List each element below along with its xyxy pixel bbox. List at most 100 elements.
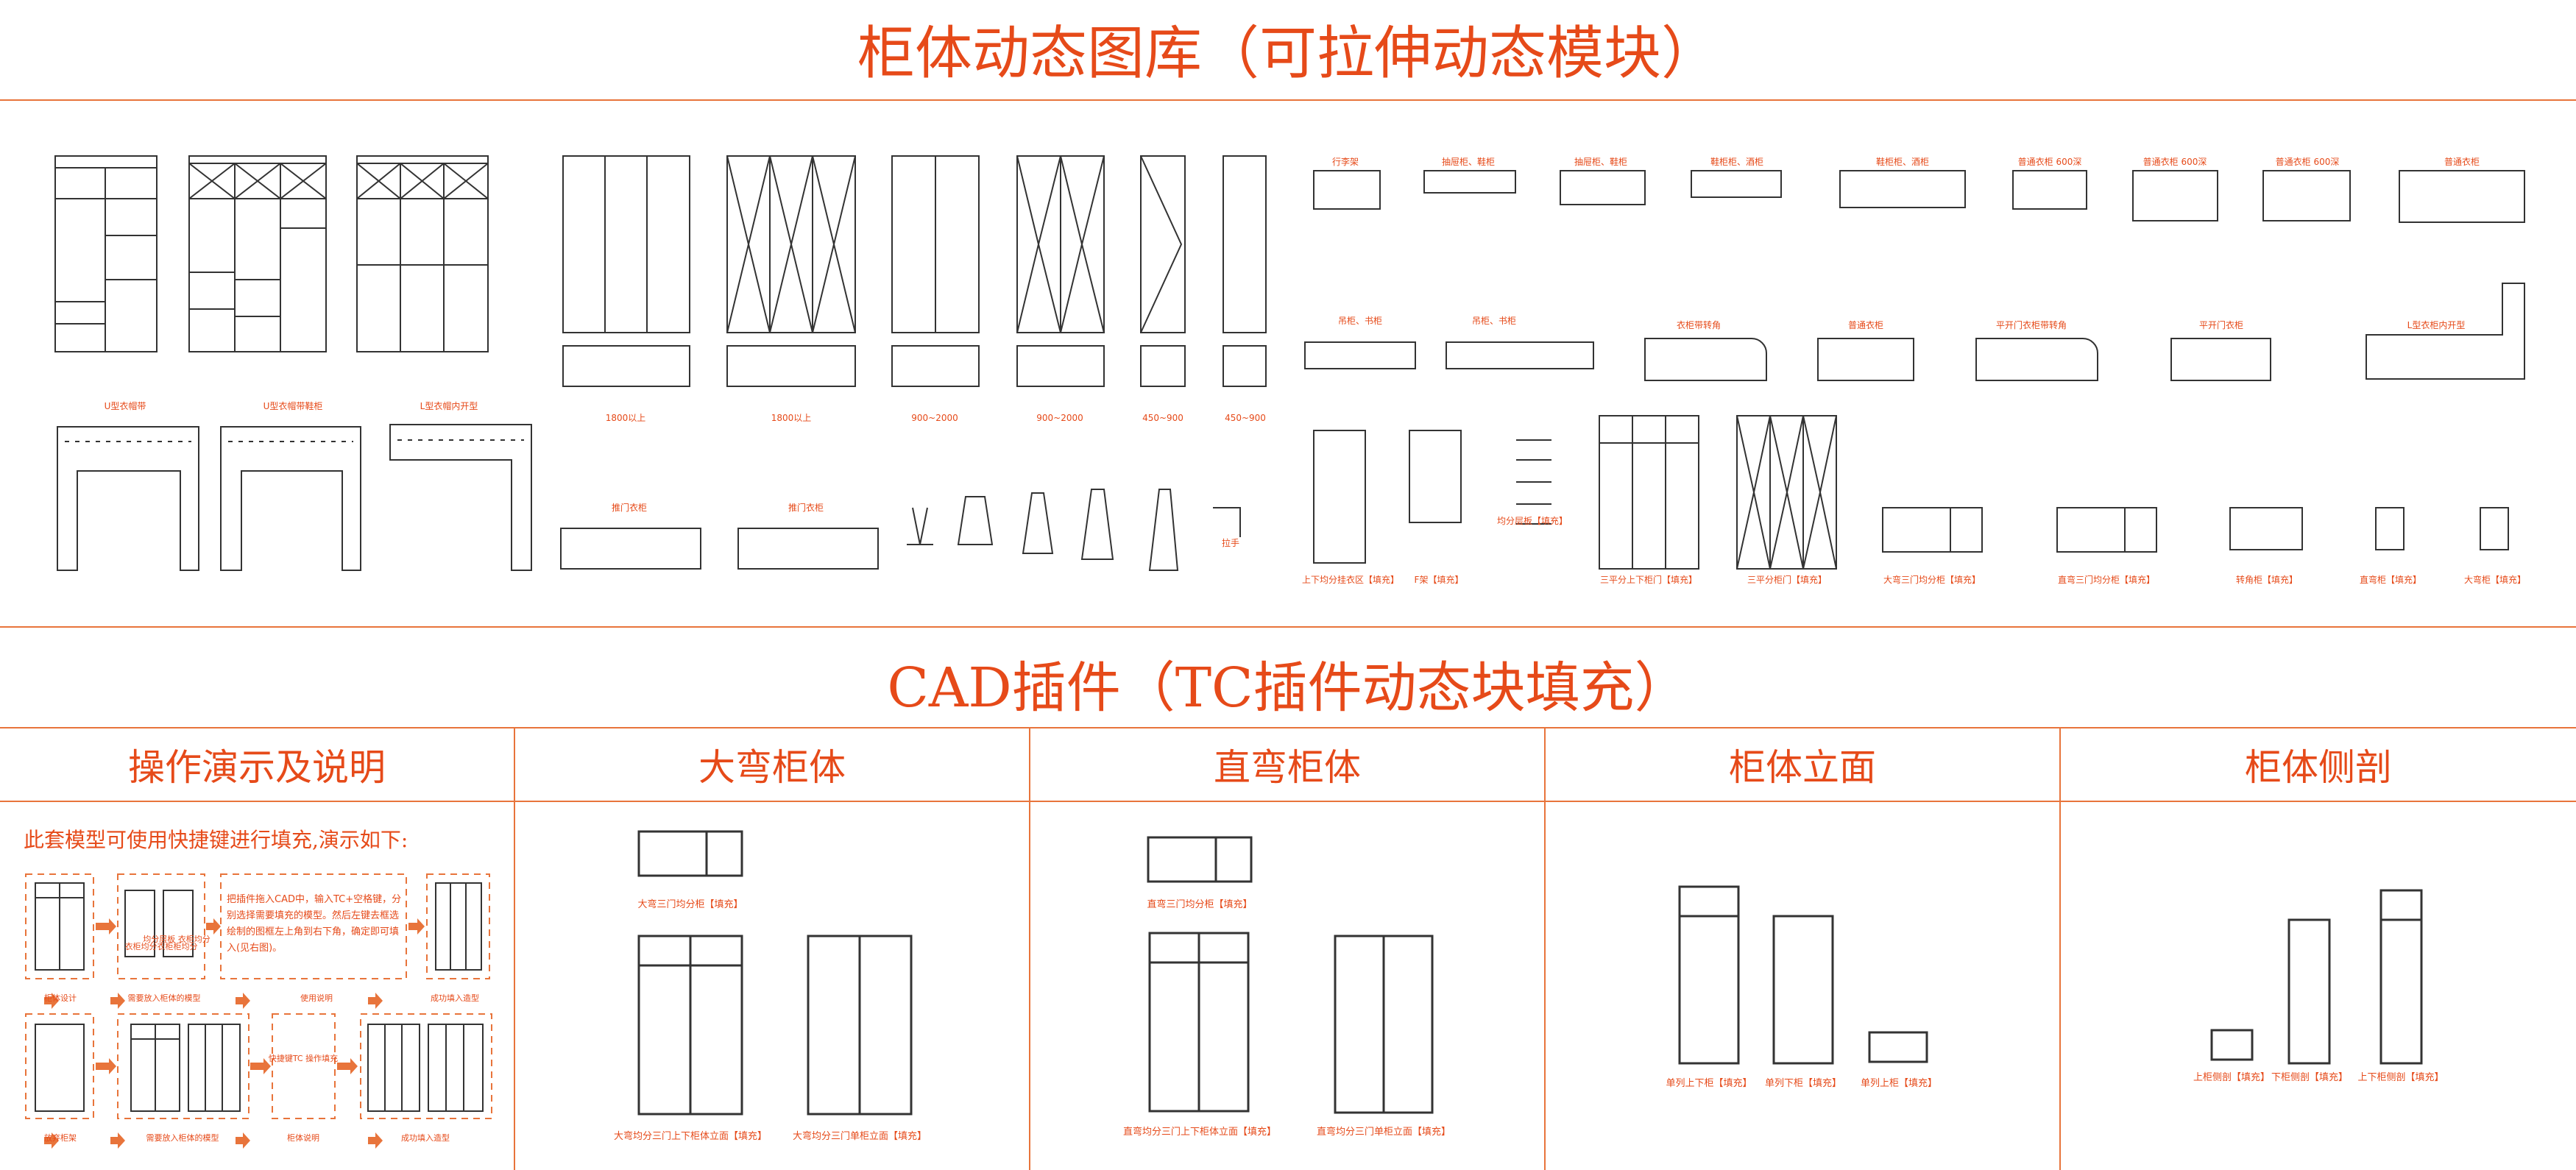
- demo-small-b: 均分层板 衣柜均分: [143, 934, 210, 944]
- col-label-b3: 大弯均分三门单柜立面【填充】: [793, 1130, 927, 1142]
- column-big-curve: 大弯柜体: [515, 728, 1030, 1170]
- col-label-b2: 大弯均分三门上下柜体立面【填充】: [614, 1130, 767, 1142]
- column-title-section: 柜体侧剖: [2061, 728, 2576, 802]
- label-u2: U型衣帽带鞋柜: [263, 400, 323, 411]
- elevation-3: [1868, 1031, 1928, 1063]
- col-label-e2: 单列下柜【填充】: [1765, 1077, 1841, 1089]
- steps-text: 把插件拖入CAD中，输入TC+空格键，分别选择需要填充的模型。然后左键去框选绘制…: [227, 894, 402, 954]
- demo-small-c: 快捷键TC 操作填充: [269, 1053, 338, 1063]
- label-u1: U型衣帽带: [105, 400, 146, 411]
- label-r5: 鞋柜柜、酒柜: [1876, 156, 1929, 167]
- hanging-clothes-icons: [907, 489, 1179, 571]
- wardrobe-elevation-1: [54, 155, 158, 352]
- column-title-demo: 操作演示及说明: [0, 728, 514, 802]
- label-s1: 吊柜、书柜: [1338, 316, 1382, 326]
- col-label-f1: 上柜侧剖【填充】: [2193, 1071, 2270, 1083]
- demo-arrows: [44, 918, 425, 1149]
- label-t5: 三平分柜门【填充】: [1747, 574, 1827, 585]
- column-title-straight-curve: 直弯柜体: [1030, 728, 1544, 802]
- col-label-f2: 下柜侧剖【填充】: [2271, 1071, 2348, 1083]
- l-plan-1: [389, 424, 532, 571]
- sliding-door-plan-1: [560, 528, 701, 570]
- sliding-door-plan-2: [737, 528, 879, 570]
- title-band-plugin: CAD插件（TC插件动态块填充）: [0, 628, 2576, 728]
- label-d3: 900~2000: [911, 413, 958, 423]
- handle-shape: [1213, 507, 1241, 537]
- label-t9: 直弯柜【填充】: [2360, 574, 2421, 585]
- label-s6: 平开门衣柜: [2199, 319, 2243, 330]
- column-section: 柜体侧剖: [2061, 728, 2576, 1170]
- door-elevation-1: [562, 155, 690, 387]
- demo-label-2: 需要放入柜体的模型: [128, 993, 201, 1003]
- col-label-c3: 直弯均分三门单柜立面【填充】: [1317, 1126, 1451, 1138]
- demo-label-1: 柜体设计: [44, 993, 77, 1003]
- label-s3: 衣柜带转角: [1677, 319, 1721, 330]
- column-title-big-curve: 大弯柜体: [515, 728, 1029, 802]
- label-sm1: 推门衣柜: [612, 502, 647, 513]
- demo-small-a: 衣柜均分衣柜柜均分: [125, 941, 198, 951]
- label-t1: 上下均分挂衣区【填充】: [1302, 574, 1399, 585]
- door-elevation-3: [891, 155, 980, 387]
- label-t7: 直弯三门均分柜【填充】: [2058, 574, 2155, 585]
- plugin-title: CAD插件（TC插件动态块填充）: [887, 656, 1689, 720]
- column-demo: 操作演示及说明: [0, 728, 515, 1170]
- col-label-e3: 单列上柜【填充】: [1861, 1077, 1937, 1089]
- col-label-f3: 上下柜侧剖【填充】: [2357, 1071, 2444, 1083]
- col-label-e1: 单列上下柜【填充】: [1666, 1077, 1752, 1089]
- label-d2: 1800以上: [771, 413, 812, 423]
- label-t3: 均分层板【填充】: [1497, 515, 1568, 526]
- demo-label-5: 放弃柜架: [44, 1132, 77, 1143]
- demo-drawings: [35, 882, 484, 1112]
- label-r1: 行李架: [1332, 156, 1359, 167]
- demo-label-8: 成功填入造型: [401, 1132, 450, 1143]
- column-straight-curve: 直弯柜体: [1030, 728, 1546, 1170]
- door-elevation-2: [726, 155, 856, 387]
- label-t8: 转角柜【填充】: [2236, 574, 2298, 585]
- col-label-c2: 直弯均分三门上下柜体立面【填充】: [1123, 1126, 1276, 1138]
- section-3: [2379, 889, 2423, 1065]
- demo-boxes: [25, 873, 492, 1119]
- col-label-c1: 直弯三门均分柜【填充】: [1147, 898, 1252, 910]
- door-elevation-6: [1222, 155, 1267, 387]
- label-r4: 鞋柜柜、酒柜: [1710, 156, 1763, 167]
- main-title: 柜体动态图库（可拉伸动态模块）: [857, 21, 1719, 87]
- label-sm3: 拉手: [1222, 537, 1239, 548]
- label-t10: 大弯柜【填充】: [2464, 574, 2526, 585]
- demo-label-6: 需要放入柜体的模型: [146, 1132, 219, 1143]
- intro-text: 此套模型可使用快捷键进行填充,演示如下:: [24, 828, 408, 852]
- elevation-2: [1772, 915, 1834, 1065]
- label-r3: 抽屉柜、鞋柜: [1574, 156, 1627, 167]
- label-d1: 1800以上: [606, 413, 646, 423]
- gallery-band: U型衣帽带 U型衣帽带鞋柜 L型衣帽内开型 1800以上 1800以上 900~…: [0, 101, 2576, 628]
- column-title-elevation: 柜体立面: [1546, 728, 2059, 802]
- label-d4: 900~2000: [1036, 413, 1083, 423]
- label-r9: 普通衣柜: [2444, 156, 2480, 167]
- label-sm2: 推门衣柜: [788, 502, 824, 513]
- label-s2: 吊柜、书柜: [1472, 316, 1516, 326]
- label-l1: L型衣帽内开型: [420, 400, 478, 411]
- label-s5: 平开门衣柜带转角: [1996, 319, 2067, 330]
- label-t2: F架【填充】: [1415, 574, 1464, 585]
- label-s7: L型衣柜内开型: [2407, 319, 2466, 330]
- label-t4: 三平分上下柜门【填充】: [1600, 574, 1697, 585]
- label-s4: 普通衣柜: [1848, 319, 1883, 330]
- col-label-b1: 大弯三门均分柜【填充】: [637, 898, 743, 910]
- label-r6: 普通衣柜 600深: [2018, 156, 2082, 167]
- big-curve-plan: [637, 830, 743, 877]
- elevation-1: [1678, 885, 1740, 1065]
- wardrobe-elevation-3: [356, 155, 489, 352]
- title-band-main: 柜体动态图库（可拉伸动态模块）: [0, 0, 2576, 101]
- straight-curve-plan: [1147, 836, 1253, 883]
- demo-label-3: 使用说明: [300, 993, 333, 1003]
- door-elevation-5: [1140, 155, 1186, 387]
- bottom-drawings: 衣柜均分衣柜柜均分 均分层板 衣柜均分 快捷键TC 操作填充 柜体设计 需要放入…: [25, 830, 2444, 1149]
- section-1: [2210, 1029, 2254, 1061]
- label-d5: 450~900: [1142, 413, 1183, 423]
- label-d6: 450~900: [1225, 413, 1266, 423]
- wardrobe-elevation-2: [188, 155, 327, 352]
- label-r2: 抽屉柜、鞋柜: [1442, 156, 1495, 167]
- u-plan-1: [57, 426, 199, 571]
- label-r8: 普通衣柜 600深: [2276, 156, 2340, 167]
- demo-label-4: 成功填入造型: [431, 993, 479, 1003]
- column-elevation: 柜体立面: [1546, 728, 2061, 1170]
